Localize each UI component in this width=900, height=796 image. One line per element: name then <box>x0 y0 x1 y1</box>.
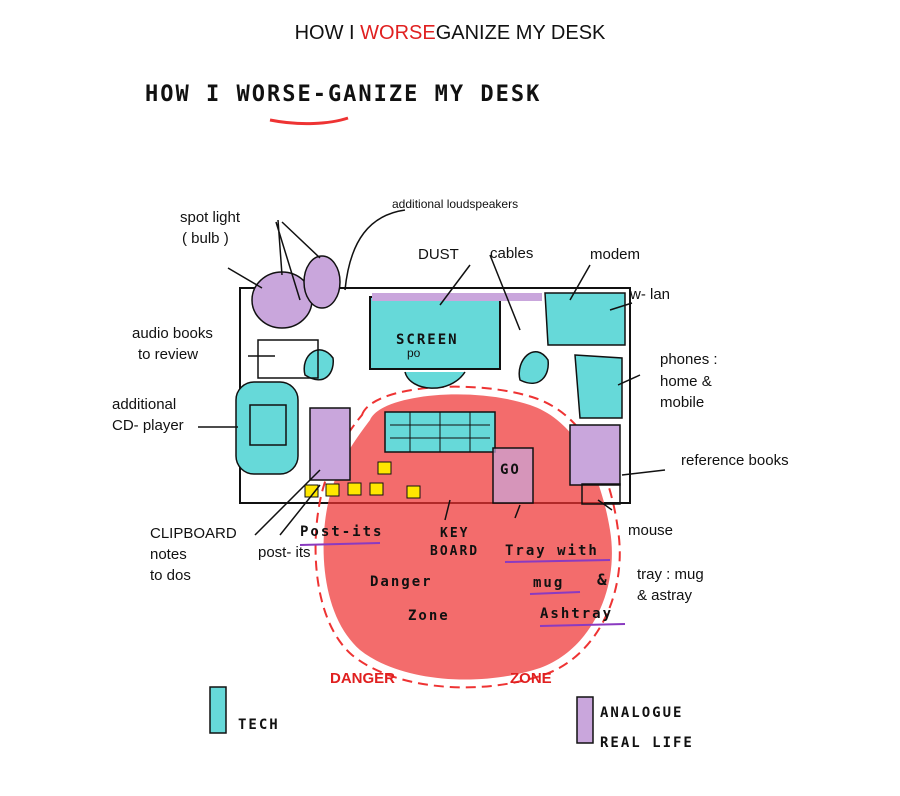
sketch-tray-with: Tray with <box>505 543 599 559</box>
sketch-post-its: Post-its <box>300 524 384 540</box>
label-bulb: ( bulb ) <box>182 230 229 247</box>
post-it-3 <box>347 482 362 496</box>
label-wlan: w- lan <box>630 286 671 303</box>
label-danger: DANGER <box>330 670 396 687</box>
label-loudspeakers: additional loudspeakers <box>392 197 519 211</box>
cd-player-shape <box>235 381 299 475</box>
modem-shape <box>544 292 626 346</box>
label-home: home & <box>660 373 712 390</box>
sketch-amp: & <box>597 570 609 589</box>
spot-light-bulb <box>303 255 341 309</box>
mouse-shape <box>581 483 621 505</box>
underline-tray <box>504 559 611 563</box>
title-prefix: HOW I <box>294 22 361 44</box>
legend-tech-label: TECH <box>238 717 280 733</box>
legend-real-life-label: REAL LIFE <box>600 735 694 751</box>
spot-light-base <box>251 271 313 329</box>
handwritten-title: HOW I WORSE-GANIZE MY DESK <box>145 82 542 107</box>
label-clipboard: CLIPBOARD <box>150 525 237 542</box>
post-it-2 <box>325 483 340 497</box>
label-zone: ZONE <box>510 670 552 687</box>
sketch-danger: Danger <box>370 574 433 590</box>
label-astray: & astray <box>637 587 693 604</box>
legend-analogue-swatch <box>576 696 594 744</box>
phones-shape <box>574 354 623 419</box>
label-mouse: mouse <box>628 522 674 539</box>
legend-analogue-label: ANALOGUE <box>600 705 684 721</box>
sketch-screen: SCREEN <box>396 332 459 348</box>
legend-tech-swatch <box>209 686 227 734</box>
sketch-key: KEY <box>440 526 470 541</box>
label-cd-player: CD- player <box>112 417 184 434</box>
screen-top-bar <box>372 293 542 301</box>
label-notes: notes <box>150 546 187 563</box>
label-dust: DUST <box>418 246 459 263</box>
underline-ashtray <box>539 623 626 627</box>
label-phones: phones : <box>660 351 718 368</box>
label-reference-books: reference books <box>681 452 789 469</box>
label-audio-books: audio books <box>132 325 213 342</box>
danger-zone-blob <box>323 394 612 680</box>
sketch-ashtray: Ashtray <box>540 606 614 622</box>
post-it-5 <box>377 461 392 475</box>
sketch-po: po <box>407 346 421 360</box>
label-additional: additional <box>112 396 177 413</box>
post-it-6 <box>406 485 421 499</box>
leader-lines <box>198 209 666 536</box>
sketch-zone: Zone <box>408 608 450 624</box>
title-suffix: GANIZE MY DESK <box>435 22 606 44</box>
tray-shape <box>492 447 534 504</box>
post-it-4 <box>369 482 384 496</box>
title-highlight: WORSE <box>360 22 436 44</box>
clipboard-shape <box>309 407 351 481</box>
underline-post-its <box>299 542 381 546</box>
sketch-mug: mug <box>533 575 565 591</box>
label-modem: modem <box>590 246 641 263</box>
underline-mug <box>529 591 581 595</box>
label-post-its: post- its <box>258 544 311 561</box>
reference-books-shape <box>569 424 621 486</box>
title-underline <box>269 116 349 126</box>
loudspeaker-right <box>518 351 549 384</box>
label-to-dos: to dos <box>150 567 191 584</box>
sketch-go: GO <box>500 462 521 478</box>
label-tray: tray : mug <box>637 566 704 583</box>
page-title: HOW I WORSEGANIZE MY DESK <box>0 20 900 46</box>
sketch-board: BOARD <box>430 544 480 559</box>
danger-zone-outline <box>314 385 621 689</box>
spot-light-arm <box>275 219 321 301</box>
audio-books-shape <box>257 339 319 379</box>
label-spot-light: spot light <box>180 209 241 226</box>
label-to-review: to review <box>138 346 199 363</box>
screen-stand <box>404 371 466 389</box>
label-cables: cables <box>490 245 534 262</box>
post-it-1 <box>304 484 319 498</box>
label-mobile: mobile <box>660 394 705 411</box>
